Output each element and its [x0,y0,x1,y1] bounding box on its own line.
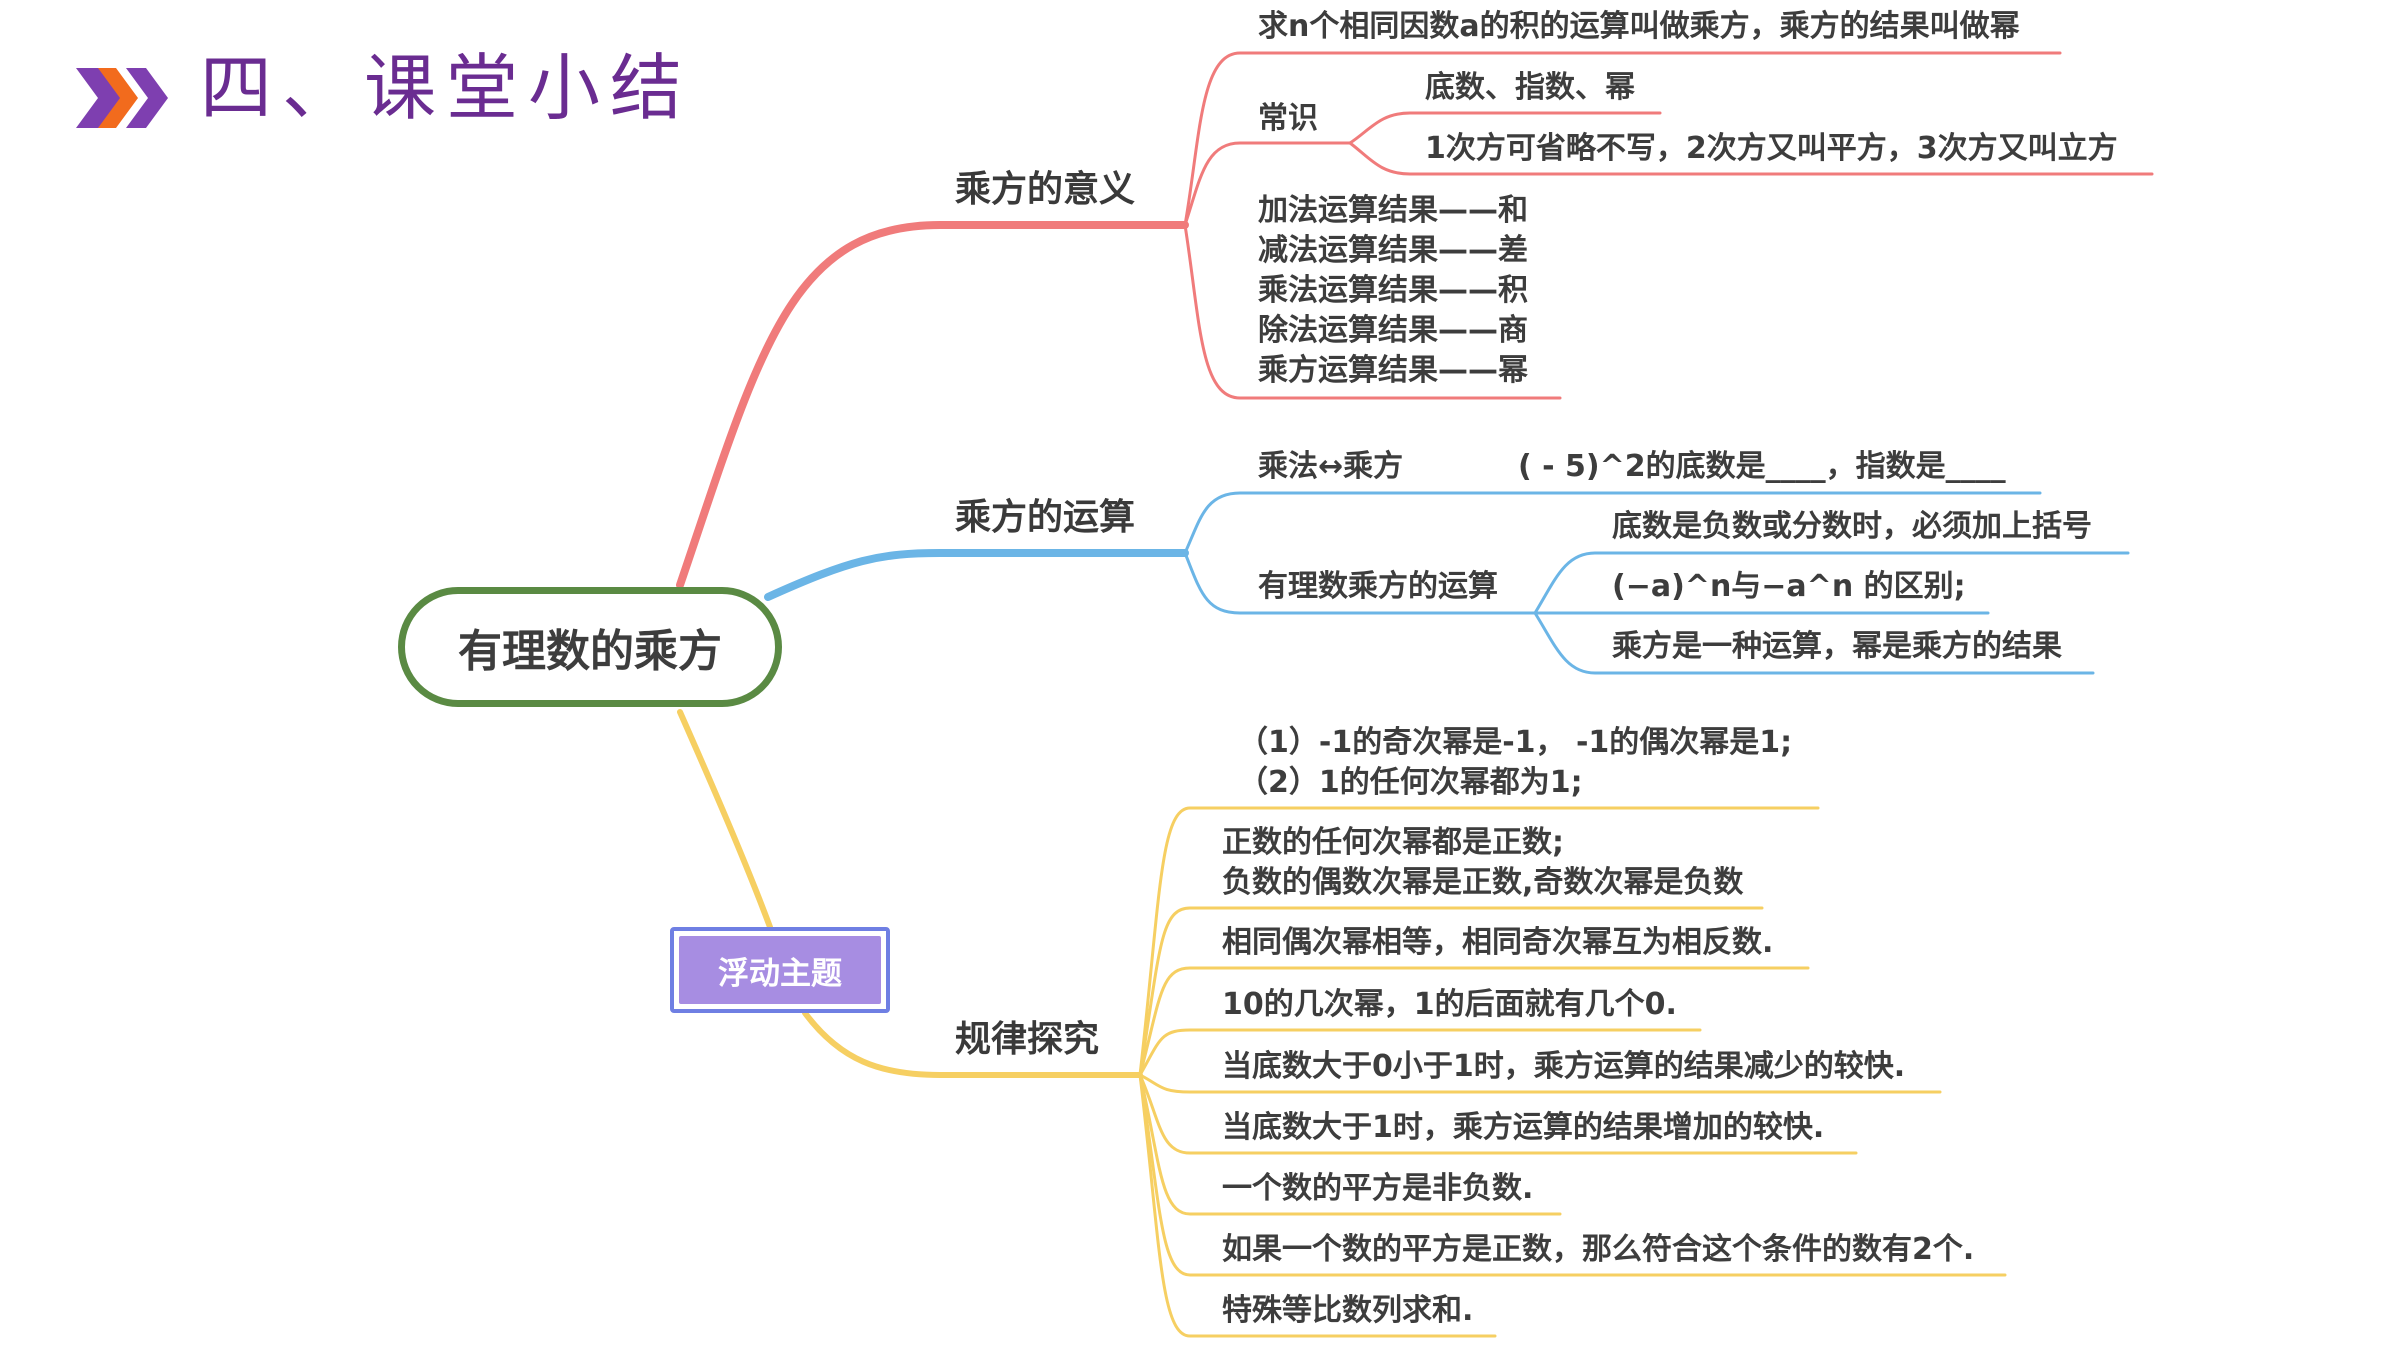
connector-common-item2 [1348,141,2154,176]
connector-operation-rational [1183,551,1537,615]
rational-power-label[interactable]: 有理数乘方的运算 [1258,569,1498,604]
connector-root-meaning [676,221,1189,589]
connector-meaning-results [1183,223,1562,400]
rule-item[interactable]: 当底数大于1时，乘方运算的结果增加的较快. [1222,1110,1825,1145]
rule-item[interactable]: 当底数大于0小于1时，乘方运算的结果减少的较快. [1222,1049,1906,1084]
rational-power-item[interactable]: 乘方是一种运算，幂是乘方的结果 [1612,629,2062,664]
branch-meaning[interactable]: 乘方的意义 [955,169,1136,210]
mul-pow-label[interactable]: 乘法↔乘方 [1258,449,1404,484]
rule-item[interactable]: 负数的偶数次幂是正数,奇数次幂是负数 [1222,865,1744,900]
result-item[interactable]: 减法运算结果——差 [1258,233,1528,268]
result-item[interactable]: 加法运算结果——和 [1258,193,1528,228]
slide-title: 四、课堂小结 [200,46,693,130]
connector-root-operation [764,549,1189,601]
connector-rational-item3 [1533,611,2095,675]
branch-rules[interactable]: 规律探究 [955,1019,1100,1060]
rule-item[interactable]: （2）1的任何次幂都为1; [1238,765,1583,800]
common-sense-item[interactable]: 底数、指数、幂 [1425,70,1635,105]
connector-common-item1 [1348,111,1662,145]
rule-item[interactable]: （1）-1的奇次幂是-1， -1的偶次幂是1; [1238,725,1793,760]
rational-power-item[interactable]: (−a)^n与−a^n 的区别; [1612,569,1966,604]
floating-topic[interactable]: 浮动主题 [670,927,890,1013]
meaning-definition[interactable]: 求n个相同因数a的积的运算叫做乘方，乘方的结果叫做幂 [1258,9,2020,44]
rule-item[interactable]: 一个数的平方是非负数. [1222,1171,1534,1206]
rule-item[interactable]: 相同偶次幂相等，相同奇次幂互为相反数. [1222,925,1774,960]
common-sense-item[interactable]: 1次方可省略不写，2次方又叫平方，3次方又叫立方 [1425,131,2118,166]
result-item[interactable]: 乘法运算结果——积 [1258,273,1528,308]
mul-pow-item[interactable]: ( - 5)^2的底数是____，指数是____ [1518,449,2006,484]
branch-operation[interactable]: 乘方的运算 [955,497,1136,538]
connector-meaning-definition [1183,51,2062,227]
mindmap-root[interactable]: 有理数的乘方 [398,587,782,707]
connector-root-float [677,709,773,930]
connector-float-rules [802,1010,1143,1078]
rule-item[interactable]: 如果一个数的平方是正数，那么符合这个条件的数有2个. [1222,1232,1975,1267]
rule-item[interactable]: 特殊等比数列求和. [1222,1293,1474,1328]
common-sense-label[interactable]: 常识 [1258,101,1318,136]
chevron-right-double-icon [76,68,168,128]
rational-power-item[interactable]: 底数是负数或分数时，必须加上括号 [1612,509,2092,544]
floating-topic-label: 浮动主题 [679,936,881,1004]
result-item[interactable]: 乘方运算结果——幂 [1258,353,1528,388]
connector-operation-mulpow [1183,491,2042,555]
rule-item[interactable]: 10的几次幂，1的后面就有几个0. [1222,987,1677,1022]
connector-rational-item1 [1533,551,2130,615]
rule-item[interactable]: 正数的任何次幂都是正数; [1222,825,1564,860]
connector-meaning-common [1183,141,1352,227]
result-item[interactable]: 除法运算结果——商 [1258,313,1528,348]
